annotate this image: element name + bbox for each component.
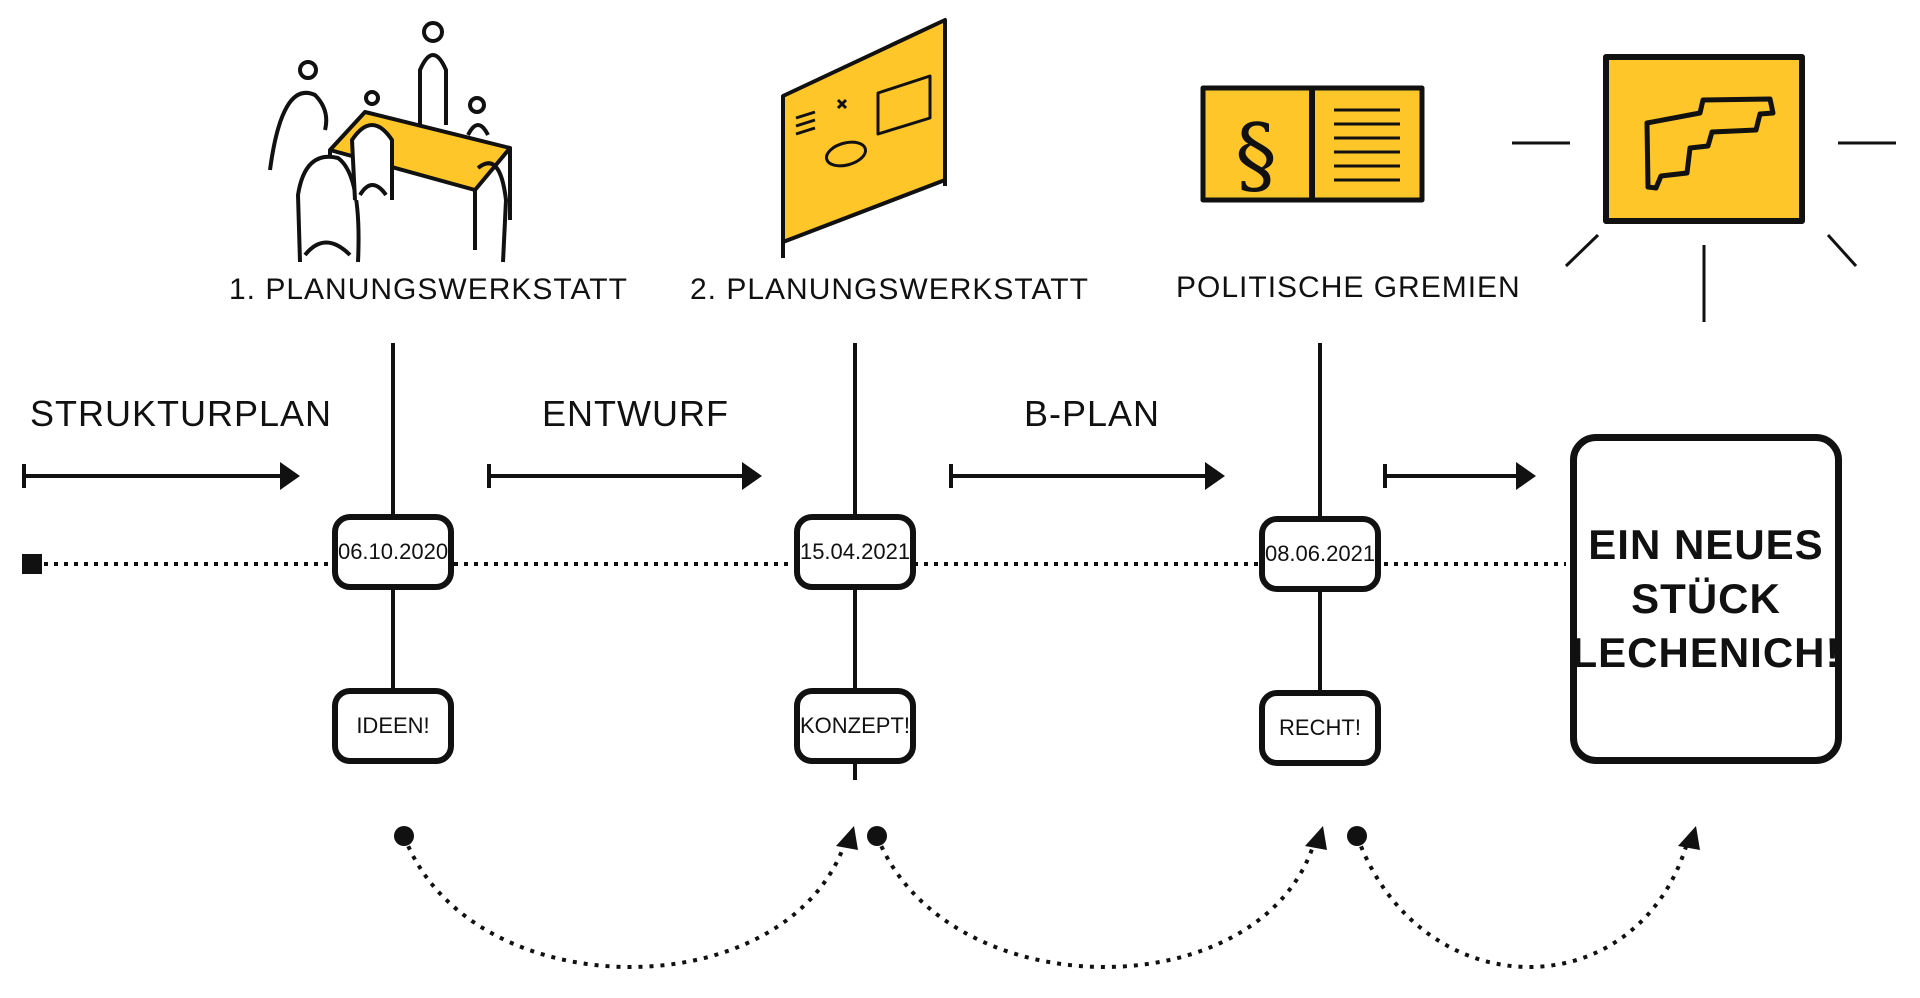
- timeline-track: [22, 554, 1566, 574]
- arc-arrowhead-1: [836, 826, 858, 850]
- progress-arc-1: [402, 835, 848, 969]
- milestone-date-3: 08.06.2021: [1259, 516, 1381, 592]
- phase-arrow-3: [949, 462, 1225, 490]
- arc-arrowhead-2: [1305, 826, 1327, 850]
- milestone-date-2: 15.04.2021: [794, 514, 916, 590]
- phase-arrows: [22, 462, 1536, 490]
- phase-arrow-4: [1383, 462, 1536, 490]
- arc-start-dot-1: [394, 826, 414, 846]
- phase-label-bplan: B-PLAN: [1024, 393, 1161, 434]
- progress-arcs: [402, 835, 1690, 969]
- timeline-start-marker: [22, 554, 42, 574]
- radiant-lines: [1512, 141, 1896, 322]
- planning-board-icon: [781, 18, 947, 258]
- workshop-table-icon: [268, 21, 512, 263]
- milestone-title-1: 1. PLANUNGSWERKSTATT: [229, 273, 628, 306]
- paragraph-sign: §: [1235, 106, 1277, 204]
- final-outcome-text: EIN NEUES STÜCK LECHENICH!: [1571, 521, 1841, 676]
- milestone-result-3: RECHT!: [1259, 690, 1381, 766]
- progress-arc-3: [1355, 835, 1690, 969]
- milestone-result-1: IDEEN!: [332, 688, 454, 764]
- phase-arrow-2: [487, 462, 762, 490]
- law-book-icon: §: [1200, 85, 1425, 204]
- milestone-title-3: POLITISCHE GREMIEN: [1176, 271, 1521, 304]
- phase-label-entwurf: ENTWURF: [542, 393, 729, 434]
- progress-arc-ends: [394, 826, 1700, 850]
- milestone-title-2: 2. PLANUNGSWERKSTATT: [690, 273, 1089, 306]
- arc-start-dot-3: [1347, 826, 1367, 846]
- phase-label-strukturplan: STRUKTURPLAN: [30, 393, 333, 434]
- progress-arc-2: [875, 835, 1317, 969]
- milestone-result-2: KONZEPT!: [794, 688, 916, 764]
- final-outcome-box: EIN NEUES STÜCK LECHENICH!: [1570, 434, 1842, 764]
- milestone-date-1: 06.10.2020: [332, 514, 454, 590]
- arc-arrowhead-3: [1678, 826, 1700, 850]
- arc-start-dot-2: [867, 826, 887, 846]
- site-plan-icon: [1512, 54, 1896, 322]
- phase-arrow-1: [22, 462, 300, 490]
